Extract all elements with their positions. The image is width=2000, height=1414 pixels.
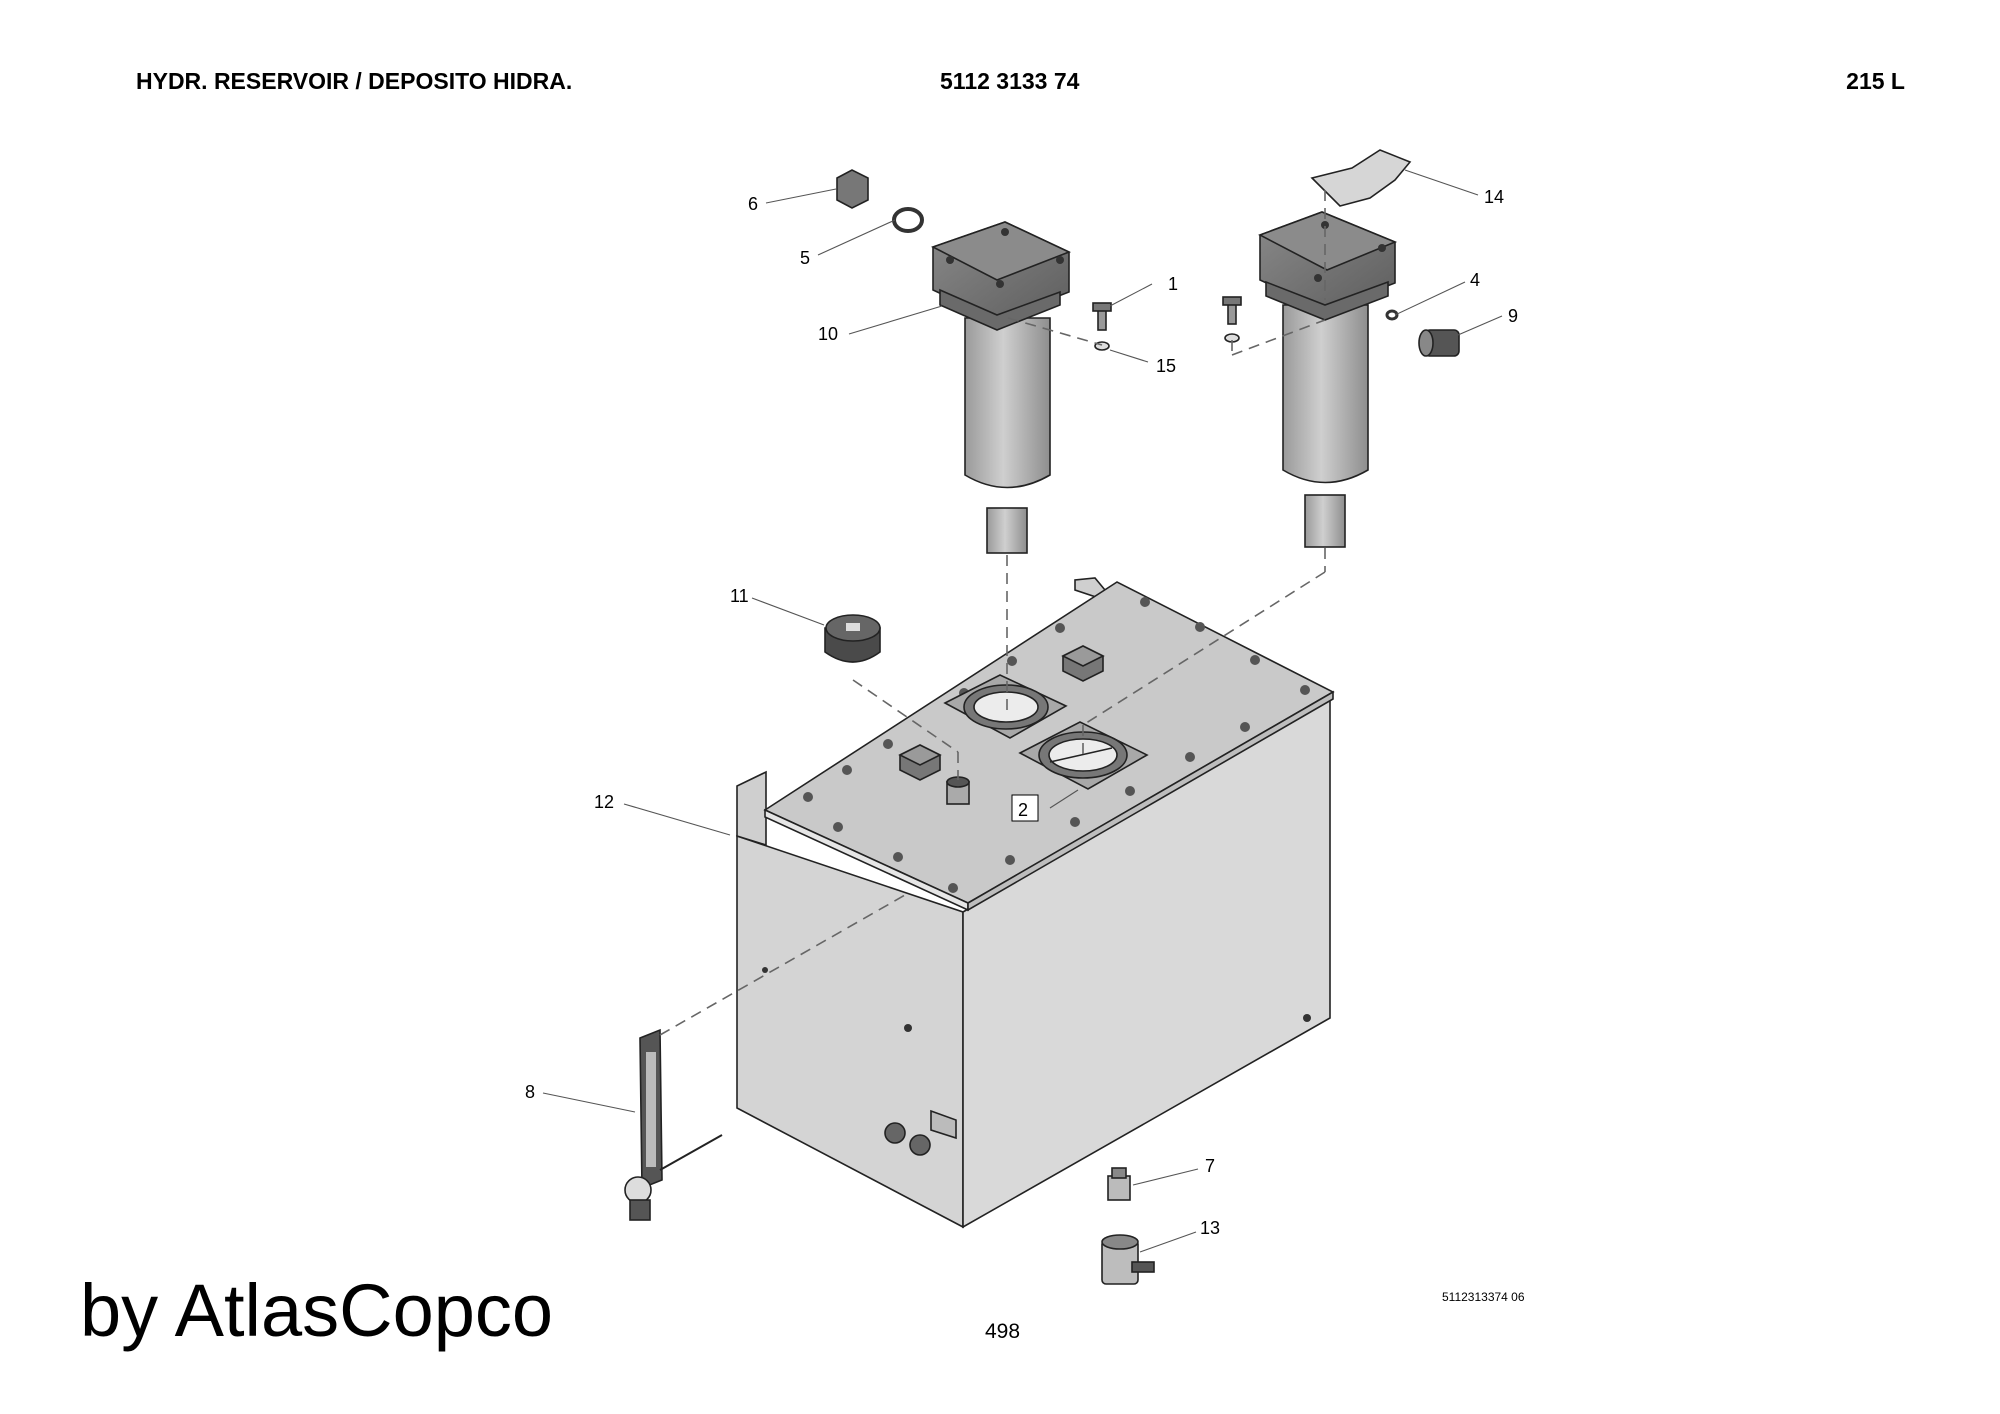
- callout-13: 13: [1200, 1218, 1220, 1238]
- reservoir-tank: [736, 577, 1335, 1229]
- document-title: HYDR. RESERVOIR / DEPOSITO HIDRA.: [136, 68, 573, 94]
- part-number: 5112 3133 74: [940, 68, 1080, 94]
- breather-socket: [946, 776, 970, 805]
- filter-mounting-port-rear: [943, 674, 1068, 739]
- plug-6: [836, 169, 869, 209]
- callout-6: 6: [748, 194, 758, 214]
- callout-leaders: [542, 169, 1503, 1253]
- callout-11: 11: [730, 586, 749, 606]
- indicator-9: [1418, 329, 1460, 357]
- filter-mounting-port-front: [1018, 721, 1149, 790]
- ball-valve-13: [1101, 1234, 1155, 1285]
- hex-plug-front: [898, 744, 942, 781]
- page-number: 498: [985, 1320, 1021, 1343]
- callout-15: 15: [1156, 356, 1176, 376]
- callout-2: 2: [1018, 800, 1028, 820]
- callout-12: 12: [594, 792, 614, 812]
- o-ring-5: [892, 207, 924, 233]
- adapter-7: [1107, 1167, 1131, 1201]
- callout-4: 4: [1470, 270, 1480, 290]
- assembly-lines: [659, 190, 1326, 1036]
- return-filter-left: [930, 221, 1072, 554]
- screw-1: [1092, 302, 1112, 331]
- capacity-label: 215 L: [1846, 68, 1905, 94]
- callout-7: 7: [1205, 1156, 1215, 1176]
- filler-cap-11: [824, 614, 881, 663]
- tank-side-ports: [762, 967, 1311, 1156]
- o-ring-4: [1385, 309, 1399, 321]
- callout-10: 10: [818, 324, 838, 344]
- bracket-14: [1310, 149, 1412, 207]
- hex-plug-rear: [1061, 645, 1105, 682]
- sight-glass-8: [624, 1028, 723, 1221]
- return-filter-right: [1258, 211, 1398, 548]
- callout-1: 1: [1168, 274, 1178, 294]
- callout-8: 8: [525, 1082, 535, 1102]
- callout-14: 14: [1484, 187, 1504, 207]
- screw-left-15: [1222, 296, 1242, 343]
- callout-5: 5: [800, 248, 810, 268]
- drawing-reference: 5112313374 06: [1442, 1290, 1525, 1304]
- callout-labels: 1 2 4 5 6 7 8 9 10 11 12 13 14 15: [525, 187, 1518, 1238]
- brand-watermark: by AtlasCopco: [80, 1269, 554, 1352]
- callout-9: 9: [1508, 306, 1518, 326]
